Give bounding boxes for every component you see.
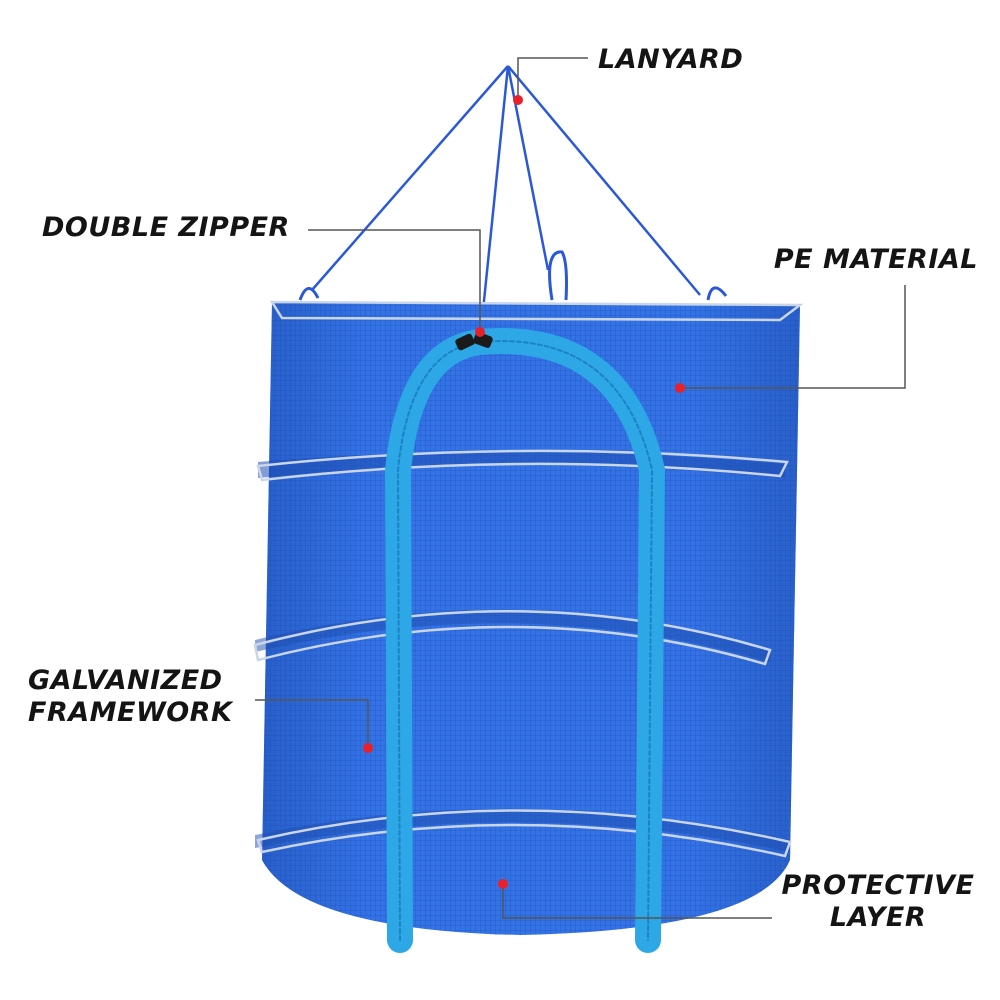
callout-markers	[363, 95, 685, 889]
framework-rings	[253, 300, 804, 858]
label-lanyard: LANYARD	[598, 44, 744, 75]
marker-protective-layer	[498, 879, 508, 889]
galvanized-line-2: FRAMEWORK	[28, 697, 233, 729]
label-double-zipper: DOUBLE ZIPPER	[42, 212, 290, 243]
label-galvanized-framework: GALVANIZED FRAMEWORK	[28, 665, 232, 730]
marker-lanyard	[513, 95, 523, 105]
hang-loops	[298, 250, 728, 301]
galvanized-line-1: GALVANIZED	[28, 665, 223, 696]
marker-pe-material	[675, 383, 685, 393]
mesh-body	[255, 302, 800, 935]
leader-lines	[255, 57, 906, 919]
lanyard-ropes	[311, 65, 701, 341]
protective-line-1: PROTECTIVE	[781, 870, 975, 901]
label-pe-material: PE MATERIAL	[773, 244, 978, 275]
label-protective-layer: PROTECTIVE LAYER	[768, 870, 988, 935]
protective-line-2: LAYER	[829, 902, 927, 934]
marker-galvanized-framework	[363, 743, 373, 753]
marker-double-zipper	[475, 327, 485, 337]
